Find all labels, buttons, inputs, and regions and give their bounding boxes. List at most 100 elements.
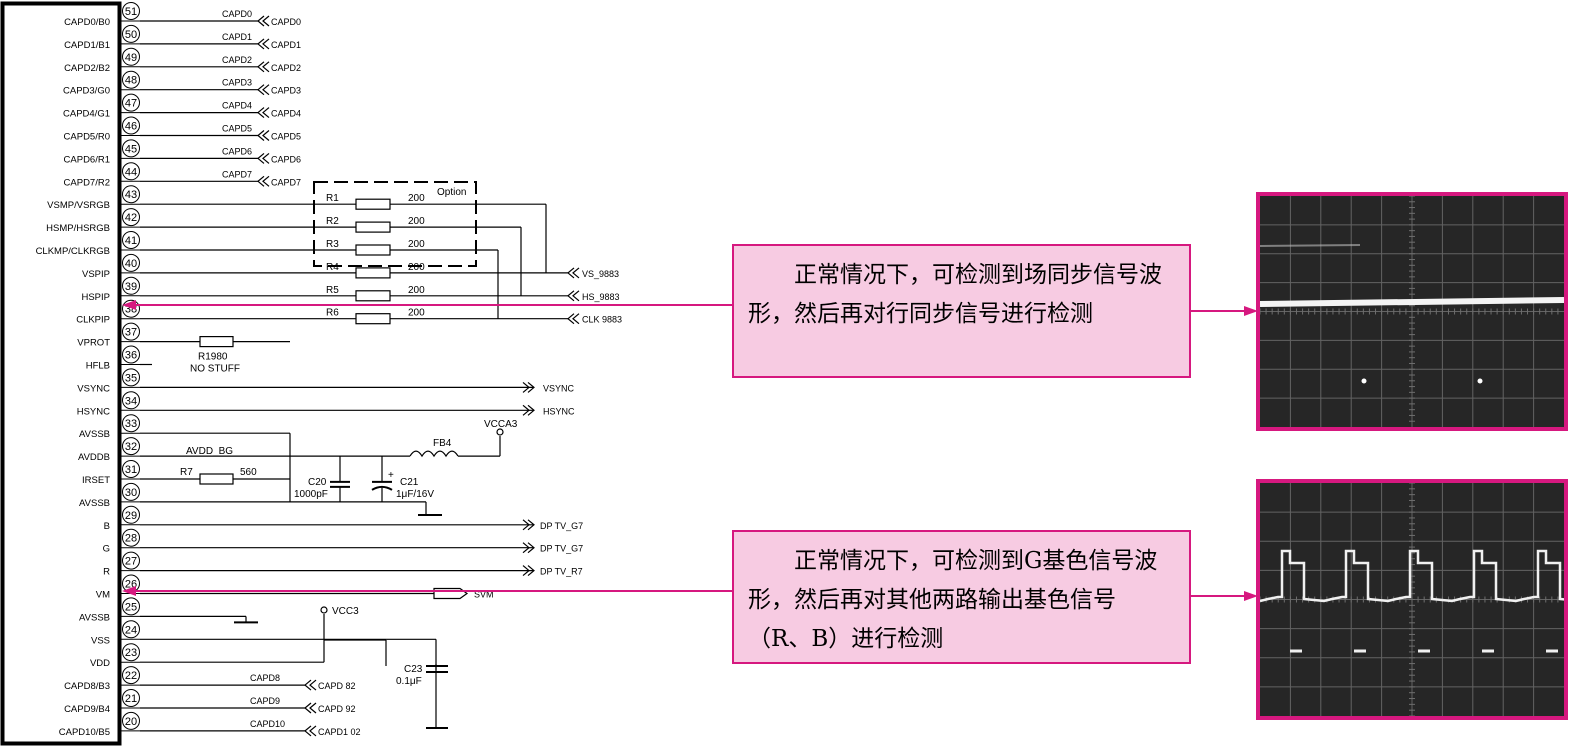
wire-label: CAPD9 (250, 696, 280, 706)
r1980-resistor (199, 336, 234, 348)
vcca3-label: VCCA3 (484, 419, 518, 430)
pin-name: CAPD6/R1 (64, 154, 110, 165)
pin-number-circle (122, 597, 140, 616)
pin-number-circle (122, 162, 140, 181)
pin-number-circle (122, 551, 140, 570)
port-label: CAPD7 (271, 177, 301, 187)
vcca3-terminal (496, 428, 504, 436)
pin-number-circle (122, 139, 140, 158)
port-label: CAPD6 (271, 154, 301, 164)
wire-label: CAPD3 (222, 78, 252, 88)
g-signal-trace (1260, 549, 1564, 603)
port-marker (257, 175, 270, 187)
pin-number-circle (122, 505, 140, 524)
pin-number: 46 (125, 121, 137, 133)
resistor-value: 200 (408, 193, 425, 204)
r7-resistor (199, 473, 234, 485)
sync-port-label: HS_9883 (582, 292, 620, 302)
pin-number: 51 (125, 6, 137, 18)
g-signal-waveform (1260, 483, 1564, 716)
pin-number: 34 (125, 395, 137, 407)
pin-number: 47 (125, 98, 137, 110)
pin-name: VSS (91, 635, 110, 646)
port-marker (567, 290, 580, 302)
pin-number: 40 (125, 258, 137, 270)
pin-number: 43 (125, 189, 137, 201)
port-marker (522, 565, 535, 577)
resistor (355, 244, 391, 256)
ic-pins: CAPD0/B051CAPD1/B150CAPD2/B249CAPD3/G048… (36, 2, 140, 738)
pin-name: CAPD9/B4 (64, 704, 110, 715)
pin-number-circle (122, 276, 140, 295)
pin-number: 23 (125, 647, 137, 659)
schematic-wires (140, 15, 580, 737)
port-marker (257, 152, 270, 164)
port-marker (304, 702, 317, 714)
pin-name: AVDDB (78, 452, 110, 463)
port-marker (522, 519, 535, 531)
pin-number-circle (122, 414, 140, 433)
pin-number-circle (122, 368, 140, 387)
vsync-pulse (1361, 378, 1367, 384)
vsync-pulse (1477, 378, 1483, 384)
pin-name: CAPD1/B1 (64, 40, 110, 51)
port-label: CAPD3 (271, 86, 301, 96)
pin-number: 37 (125, 327, 137, 339)
port-marker (304, 725, 317, 737)
c23-ref: C23 (404, 664, 423, 675)
wire-label: CAPD0 (222, 9, 252, 19)
port-marker (567, 267, 580, 279)
r7-value: 560 (240, 467, 257, 478)
resistor-ref: R3 (326, 239, 339, 250)
pin-name: AVSSB (79, 429, 110, 440)
wire-label: CAPD5 (222, 124, 252, 134)
c21-polarity: + (388, 470, 394, 481)
pin-number: 20 (125, 716, 137, 728)
pin-number: 31 (125, 464, 137, 476)
port-marker (522, 381, 535, 393)
resistor-value: 200 (408, 285, 425, 296)
pin-number-circle (122, 70, 140, 89)
fb4-label: FB4 (433, 438, 452, 449)
pin-name: G (103, 544, 110, 555)
pin-name: HSYNC (77, 406, 110, 417)
resistor (355, 290, 391, 302)
port-marker (567, 313, 580, 325)
resistor-value: 200 (408, 239, 425, 250)
resistor-value: 200 (408, 262, 425, 273)
pin-number: 32 (125, 441, 137, 453)
pin-name: IRSET (82, 475, 110, 486)
pin-number: 28 (125, 533, 137, 545)
c20-ref: C20 (308, 477, 327, 488)
vcc3-label: VCC3 (332, 606, 359, 617)
resistor-ref: R2 (326, 216, 339, 227)
pin-number-circle (122, 2, 140, 20)
resistor-ref: R5 (326, 285, 339, 296)
port-marker (257, 84, 270, 96)
c21-plate (371, 485, 393, 491)
wire-label: CAPD8 (250, 673, 280, 683)
pin-name: CAPD7/R2 (64, 177, 110, 188)
callout-vsync: 正常情况下，可检测到场同步信号波形，然后再对行同步信号进行检测 (732, 244, 1191, 378)
pin-number-circle (122, 322, 140, 341)
pin-number: 29 (125, 510, 137, 522)
resistor-ref: R1 (326, 193, 339, 204)
port-label: CAPD1 (271, 40, 301, 50)
c23-value: 0.1μF (396, 676, 422, 687)
vsync-waveform (1260, 196, 1564, 427)
port-label: DP TV_G7 (540, 521, 583, 531)
pin-name: CAPD3/G0 (63, 86, 110, 97)
pin-number: 25 (125, 601, 137, 613)
pin-number: 24 (125, 624, 137, 636)
pin-number: 48 (125, 75, 137, 87)
port-marker (522, 542, 535, 554)
pin-name: HFLB (86, 361, 110, 372)
pin-number-circle (122, 689, 140, 707)
port-marker (257, 38, 270, 50)
pin-name: AVSSB (79, 498, 110, 509)
pin-number-circle (122, 643, 140, 662)
resistor-ref: R4 (326, 262, 339, 273)
pin-number: 42 (125, 212, 137, 224)
screen-glow (1260, 196, 1564, 427)
